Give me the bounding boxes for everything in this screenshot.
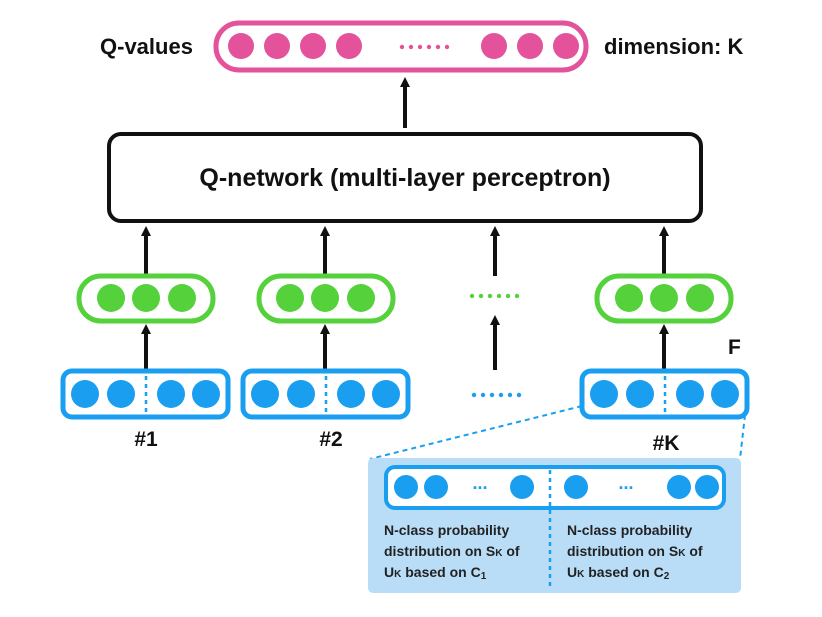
feature-label-F: F xyxy=(728,336,741,359)
green-node xyxy=(168,284,196,312)
detail-node xyxy=(394,475,418,499)
blue-node xyxy=(711,380,739,408)
blue-ellipsis-dots xyxy=(471,392,522,398)
blue-input-K xyxy=(579,368,750,420)
blue-node xyxy=(251,380,279,408)
q-values-nodes xyxy=(228,33,579,59)
blue-node xyxy=(337,380,365,408)
green-node xyxy=(132,284,160,312)
blue-node xyxy=(372,380,400,408)
q-network-label: Q-network (multi-layer perceptron) xyxy=(199,164,610,192)
green-node xyxy=(615,284,643,312)
detail-nodes xyxy=(394,475,719,499)
left-desc-line-2: distribution on S xyxy=(384,543,495,559)
q-value-node xyxy=(228,33,254,59)
blue-node xyxy=(71,380,99,408)
blue-node xyxy=(676,380,704,408)
q-value-node xyxy=(300,33,326,59)
green-layer-1 xyxy=(76,273,216,324)
blue-node xyxy=(107,380,135,408)
q-value-node xyxy=(264,33,290,59)
left-desc-line-3b: based on C xyxy=(401,564,480,580)
agent-label-2: #2 xyxy=(319,428,342,451)
detail-left-description: N-class probability distribution on SK o… xyxy=(384,522,523,582)
green-node xyxy=(97,284,125,312)
green-layer-2 xyxy=(256,273,396,324)
dimension-label: dimension: K xyxy=(604,34,743,59)
right-desc-line-3b: based on C xyxy=(584,564,663,580)
q-values-ellipsis-dots xyxy=(399,44,450,50)
green-node xyxy=(347,284,375,312)
blue-input-2 xyxy=(240,368,411,420)
blue-node xyxy=(590,380,618,408)
q-network-box xyxy=(107,132,703,223)
right-desc-line-1: N-class probability xyxy=(567,522,692,538)
right-desc-line-3a: U xyxy=(567,564,577,580)
detail-node xyxy=(667,475,691,499)
green-layer-K xyxy=(594,273,734,324)
green-node xyxy=(276,284,304,312)
green-node xyxy=(311,284,339,312)
detail-ellipsis-left: ... xyxy=(472,473,487,493)
left-desc-line-3a: U xyxy=(384,564,394,580)
blue-node xyxy=(626,380,654,408)
zoom-line-left xyxy=(369,405,583,460)
blue-node xyxy=(157,380,185,408)
q-value-node xyxy=(553,33,579,59)
q-value-node xyxy=(481,33,507,59)
detail-right-description: N-class probability distribution on SK o… xyxy=(567,522,706,582)
detail-ellipsis-right: ... xyxy=(618,473,633,493)
detail-node xyxy=(424,475,448,499)
right-desc-line-2: distribution on S xyxy=(567,543,678,559)
agent-label-K: #K xyxy=(653,432,680,455)
left-desc-line-1: N-class probability xyxy=(384,522,509,538)
green-ellipsis-dots xyxy=(469,293,520,299)
agent-label-1: #1 xyxy=(134,428,158,451)
blue-node xyxy=(192,380,220,408)
blue-node xyxy=(287,380,315,408)
q-value-node xyxy=(517,33,543,59)
blue-input-1 xyxy=(60,368,231,420)
q-values-label: Q-values xyxy=(100,34,193,59)
green-node xyxy=(650,284,678,312)
green-node xyxy=(686,284,714,312)
detail-capsule xyxy=(384,465,726,510)
detail-node xyxy=(564,475,588,499)
detail-node xyxy=(695,475,719,499)
detail-node xyxy=(510,475,534,499)
q-value-node xyxy=(336,33,362,59)
